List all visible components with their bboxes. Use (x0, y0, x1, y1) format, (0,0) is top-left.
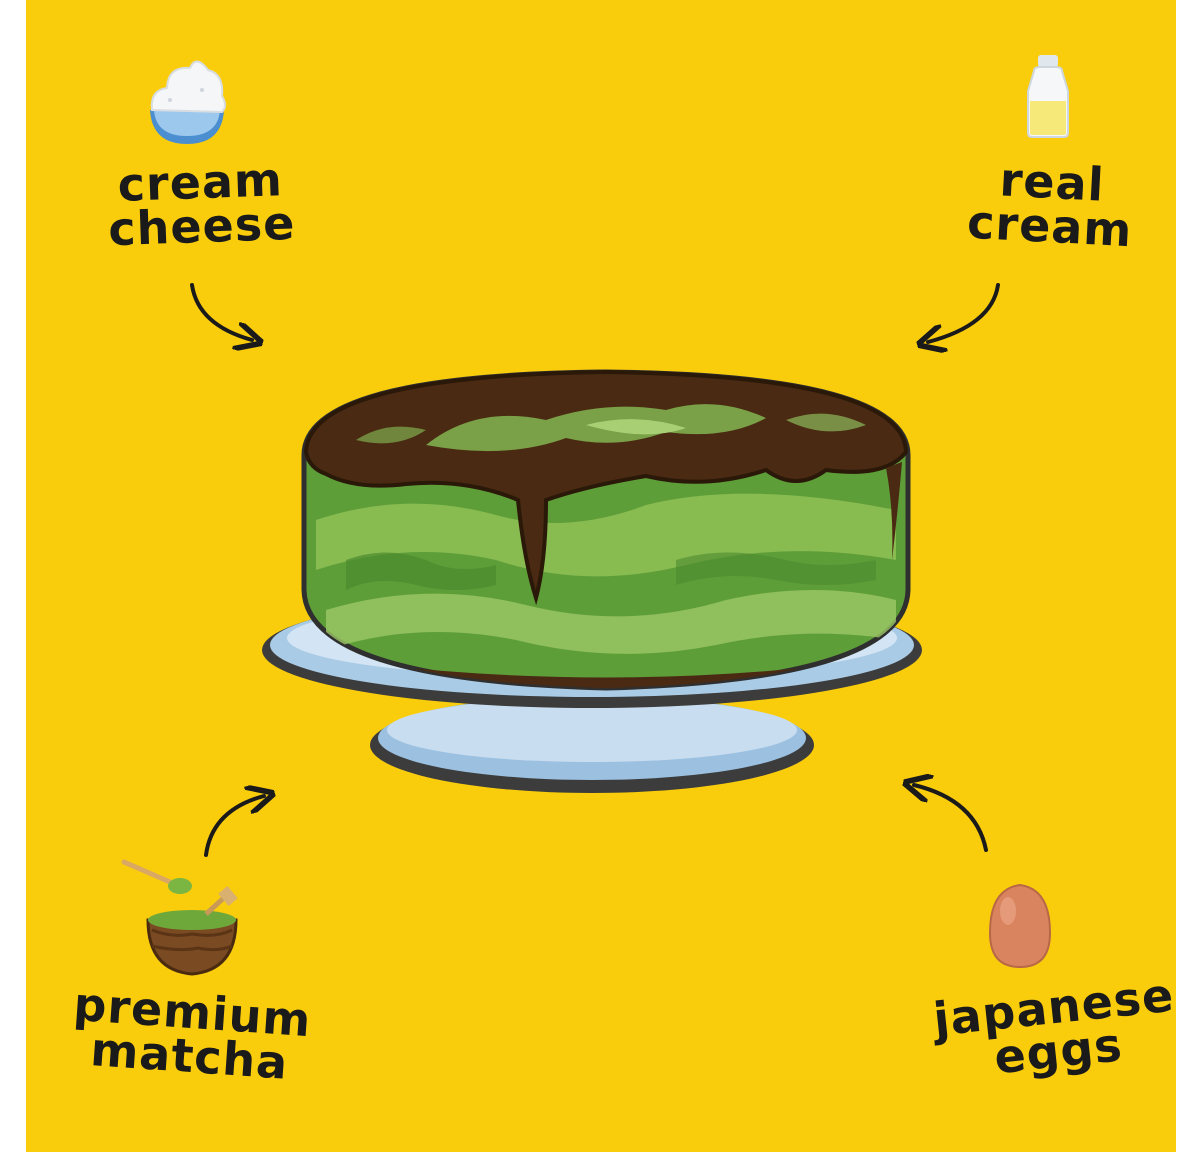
milk-bottle-icon (1027, 55, 1069, 138)
arrow-cream-cheese (190, 283, 252, 340)
label-cream-cheese: cream cheese (85, 152, 318, 257)
illustration-layer (26, 0, 1176, 1152)
arrow-japanese-eggs (914, 785, 988, 852)
infographic-canvas: cream cheese real cream premium matcha j… (26, 0, 1176, 1152)
cream-cheese-bowl-icon (150, 60, 226, 144)
arrow-real-cream (928, 283, 1000, 342)
label-real-cream-line2: cream (965, 194, 1134, 258)
matcha-cheesecake-illustration (301, 369, 911, 691)
matcha-bowl-icon (121, 859, 238, 976)
label-real-cream: real cream (944, 152, 1158, 258)
label-premium-matcha: premium matcha (63, 977, 319, 1090)
egg-icon (988, 883, 1052, 969)
arrow-premium-matcha (204, 796, 264, 857)
label-cream-cheese-line2: cheese (107, 195, 297, 257)
